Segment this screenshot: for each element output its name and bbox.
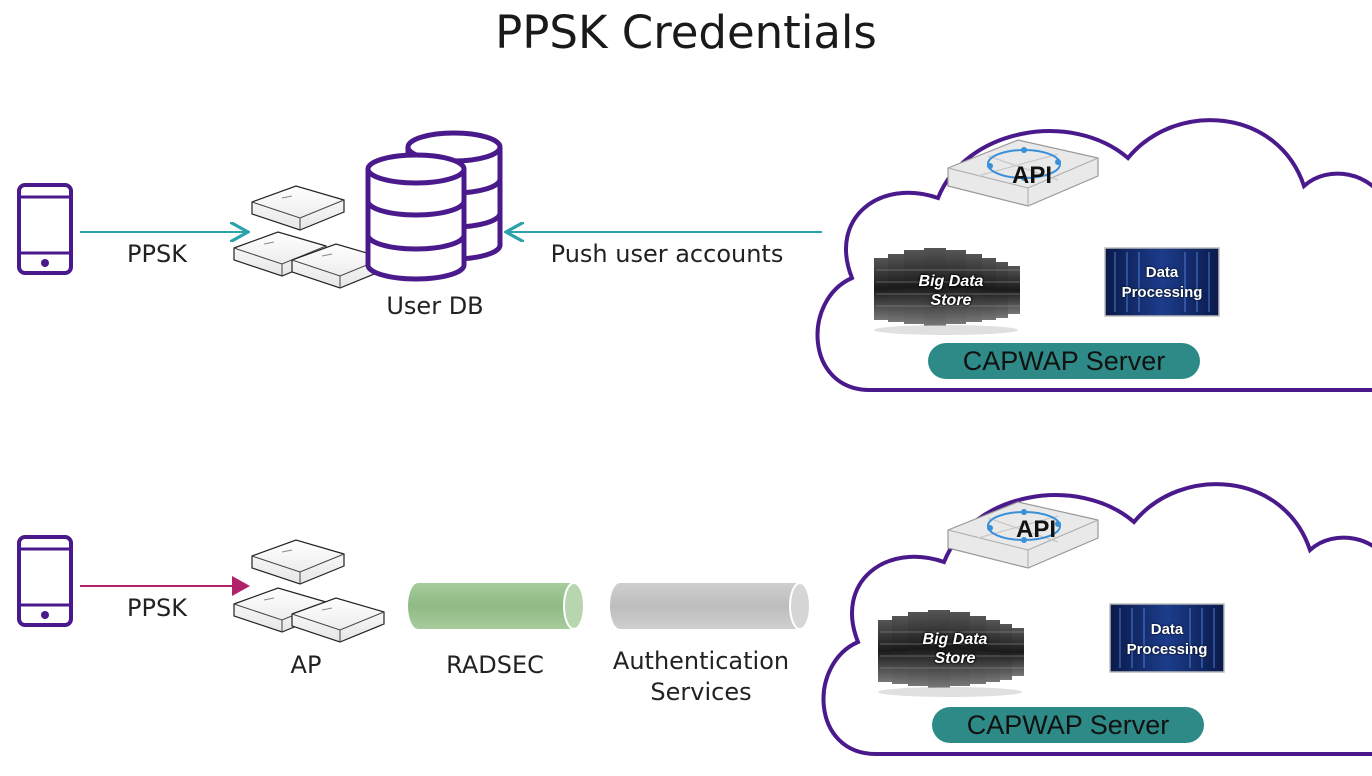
- access-point-cluster: [233, 185, 385, 289]
- ppsk-label: PPSK: [127, 240, 187, 268]
- data-processing-label: Data Processing: [1121, 264, 1203, 301]
- ap-label: AP: [290, 651, 322, 679]
- capwap-server-badge: CAPWAP Server: [928, 343, 1200, 379]
- database-icon: [365, 130, 503, 282]
- api-label: API: [1016, 516, 1057, 543]
- big-data-store-label: Big Data Store: [922, 631, 988, 667]
- user-db-label: User DB: [386, 292, 484, 320]
- phone-icon: [17, 535, 73, 627]
- api-label: API: [1012, 162, 1053, 189]
- authentication-label: Authentication: [612, 647, 790, 675]
- radsec-label: RADSEC: [446, 651, 544, 679]
- access-point-cluster: [233, 539, 385, 643]
- capwap-server-badge: CAPWAP Server: [932, 707, 1204, 743]
- phone-icon: [17, 183, 73, 275]
- radsec-tunnel: [408, 582, 585, 630]
- push-user-accounts-label: Push user accounts: [550, 240, 784, 268]
- auth-services-tunnel: [610, 582, 811, 630]
- page-title: PPSK Credentials: [495, 6, 877, 59]
- big-data-store-label: Big Data Store: [918, 273, 984, 309]
- data-processing-label: Data Processing: [1126, 621, 1208, 658]
- services-label: Services: [650, 678, 752, 706]
- ppsk-label: PPSK: [127, 594, 187, 622]
